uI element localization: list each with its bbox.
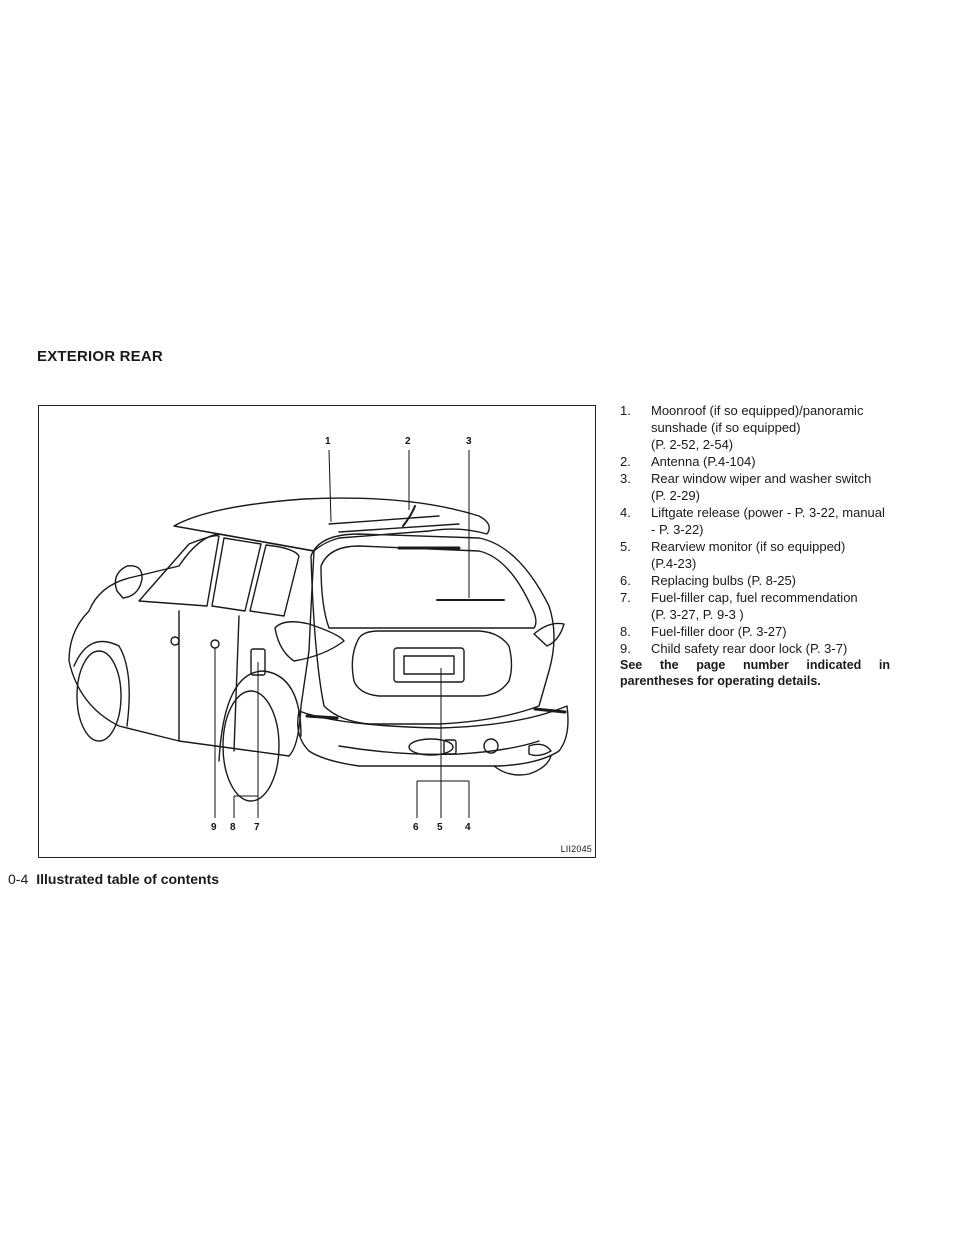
item-text: Replacing bulbs (P. 8-25) [651, 573, 797, 588]
vehicle-drawing: 1 2 3 9 8 7 6 5 4 [68, 436, 569, 833]
item-text: Liftgate release (power - P. 3-22, manua… [651, 505, 885, 537]
bumper-step-pad [408, 738, 454, 756]
liftgate-outline [310, 533, 555, 725]
operating-details-note: See the page number indicated in parenth… [620, 658, 890, 688]
item-text: Rear window wiper and washer switch [651, 471, 872, 486]
side-mirror [114, 565, 143, 599]
callout-7: 7 [254, 822, 260, 833]
right-tail-lamp [533, 622, 565, 647]
license-plate-inner [403, 655, 455, 675]
item-ref: (P. 2-29) [651, 488, 700, 503]
leader-line-8 [233, 795, 258, 818]
item-number: 4. [620, 505, 631, 520]
figure-code: LII2045 [560, 844, 592, 854]
item-text: Fuel-filler cap, fuel recommendation [651, 590, 858, 605]
item-number: 2. [620, 454, 631, 469]
footer-section-title: Illustrated table of contents [36, 871, 220, 887]
item-ref: (P. 2-52, 2-54) [651, 437, 734, 452]
page-number: 0-4 [8, 871, 29, 887]
liftgate-release-handle [443, 739, 457, 755]
bumper-crease [338, 740, 540, 756]
item-number: 1. [620, 403, 631, 418]
vehicle-rear-illustration: 1 2 3 9 8 7 6 5 4 LII2045 [38, 405, 596, 858]
right-reflector [533, 707, 567, 714]
rear-door-seam [233, 615, 240, 752]
list-item: 2. Antenna (P.4-104) [620, 453, 892, 470]
front-wheel-arch [73, 640, 130, 727]
item-text: Fuel-filler door (P. 3-27) [651, 624, 787, 639]
item-text: Child safety rear door lock (P. 3-7) [651, 641, 848, 656]
callout-1: 1 [325, 436, 331, 447]
list-item: 3. Rear window wiper and washer switch (P.… [620, 470, 892, 504]
item-number: 7. [620, 590, 631, 605]
license-plate-recess [351, 630, 513, 697]
rear-window [320, 545, 537, 629]
callout-3: 3 [466, 436, 472, 447]
item-ref: (P.4-23) [651, 556, 697, 571]
front-door-handle [170, 636, 180, 646]
body-side-outline [68, 533, 315, 757]
item-ref: (P. 3-27, P. 9-3 ) [651, 607, 744, 622]
list-item: 6. Replacing bulbs (P. 8-25) [620, 572, 892, 589]
callout-6: 6 [413, 822, 419, 833]
item-text: Antenna (P.4-104) [651, 454, 756, 469]
callout-4: 4 [465, 822, 471, 833]
exhaust-tip [528, 743, 552, 757]
item-number: 8. [620, 624, 631, 639]
front-wheel [76, 650, 122, 742]
license-plate [393, 647, 465, 683]
callout-2: 2 [405, 436, 411, 447]
middle-side-window [211, 537, 262, 612]
front-side-window [138, 534, 220, 607]
parts-list: 1. Moonroof (if so equipped)/panoramic su… [620, 402, 892, 657]
list-item: 5. Rearview monitor (if so equipped) (P.4-… [620, 538, 892, 572]
right-rear-wheel [493, 755, 552, 776]
item-number: 5. [620, 539, 631, 554]
page-footer: 0-4 Illustrated table of contents [8, 871, 219, 887]
child-safety-lock [210, 639, 220, 649]
list-item: 8. Fuel-filler door (P. 3-27) [620, 623, 892, 640]
rear-wheel-arch [218, 670, 302, 762]
left-tail-lamp [274, 621, 345, 662]
list-item: 9. Child safety rear door lock (P. 3-7) [620, 640, 892, 657]
item-number: 6. [620, 573, 631, 588]
item-number: 9. [620, 641, 631, 656]
leader-line-1 [328, 449, 332, 523]
rear-bumper [297, 705, 569, 767]
tow-hook-cover [483, 738, 499, 754]
moonroof-panels [328, 515, 460, 533]
antenna [402, 505, 416, 527]
left-reflector [305, 714, 339, 720]
callout-8: 8 [230, 822, 236, 833]
roof-outline [173, 497, 490, 552]
callout-5: 5 [437, 822, 443, 833]
section-heading: EXTERIOR REAR [37, 348, 163, 365]
item-text: Moonroof (if so equipped)/panoramic suns… [651, 403, 864, 435]
callout-9: 9 [211, 822, 217, 833]
rear-wheel [222, 690, 280, 802]
item-text: Rearview monitor (if so equipped) [651, 539, 846, 554]
rear-side-window [249, 544, 300, 617]
list-item: 1. Moonroof (if so equipped)/panoramic su… [620, 402, 892, 453]
list-item: 4. Liftgate release (power - P. 3-22, man… [620, 504, 892, 538]
list-item: 7. Fuel-filler cap, fuel recommendation (P… [620, 589, 892, 623]
item-number: 3. [620, 471, 631, 486]
